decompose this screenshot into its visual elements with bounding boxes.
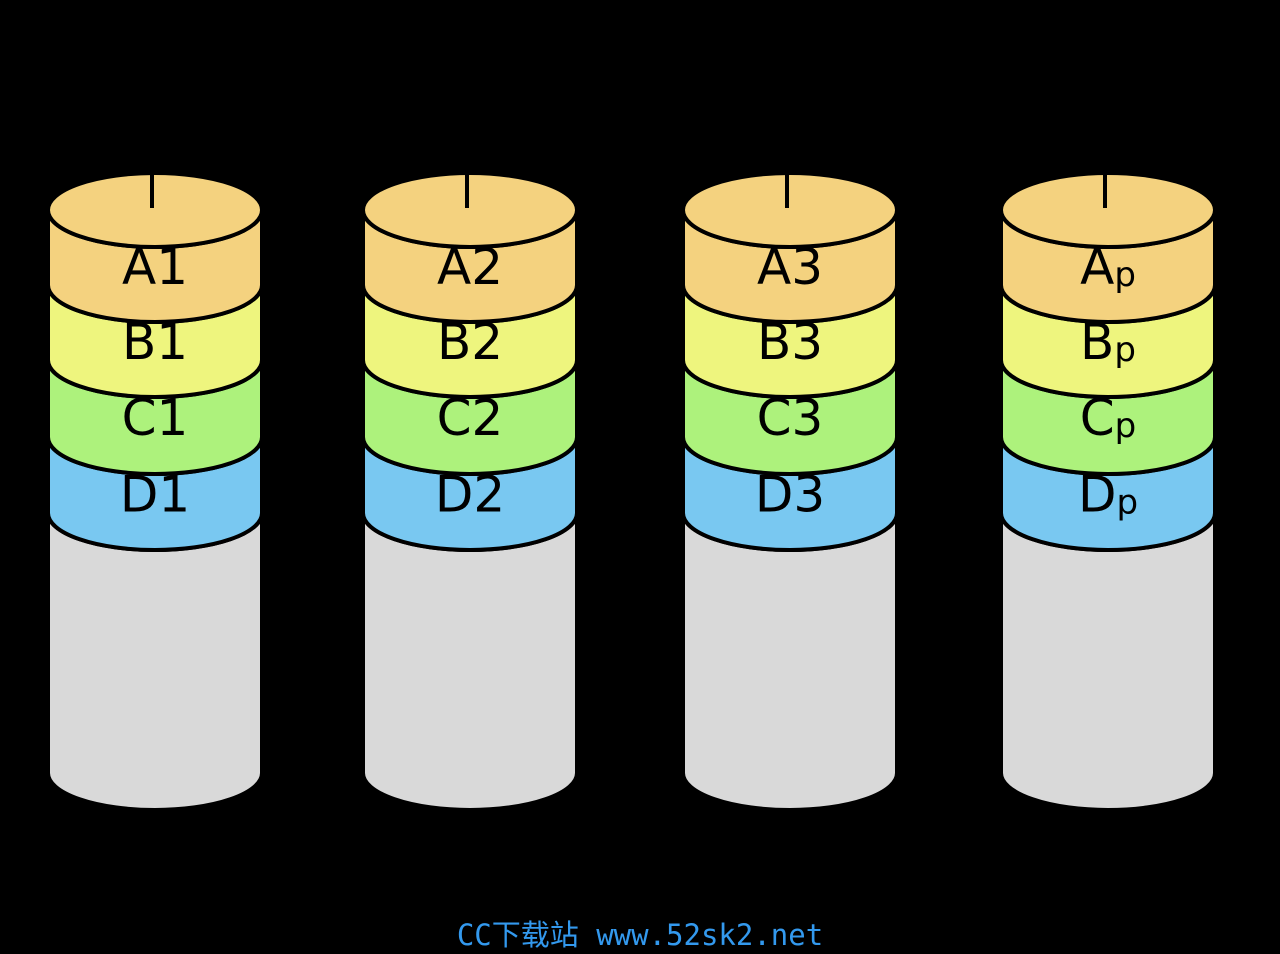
segment-label: D3 xyxy=(755,465,825,523)
disk-top-cap xyxy=(361,171,579,249)
segment-label: B3 xyxy=(757,312,823,370)
disk-top-cap xyxy=(46,171,264,249)
disk-top-cap xyxy=(999,171,1217,249)
disk-body xyxy=(46,512,264,812)
disk-body xyxy=(361,512,579,812)
disk-top-cap xyxy=(681,171,899,249)
segment-label: D1 xyxy=(120,465,190,523)
segment-label: C2 xyxy=(437,388,504,446)
segment-label: Bp xyxy=(1080,312,1136,370)
segment-label: C1 xyxy=(122,388,189,446)
segment-label: C3 xyxy=(757,388,824,446)
segment-label: B1 xyxy=(122,312,188,370)
disk-body xyxy=(999,512,1217,812)
watermark-text: CC下载站 www.52sk2.net xyxy=(456,918,824,952)
disk-body xyxy=(681,512,899,812)
segment-label: A3 xyxy=(757,237,823,295)
segment-label: Ap xyxy=(1080,237,1136,295)
segment-label: D2 xyxy=(435,465,505,523)
segment-label: B2 xyxy=(437,312,503,370)
segment-label: A2 xyxy=(437,237,503,295)
segment-label: A1 xyxy=(122,237,188,295)
segment-label: Cp xyxy=(1080,388,1137,446)
segment-label: Dp xyxy=(1078,465,1138,523)
